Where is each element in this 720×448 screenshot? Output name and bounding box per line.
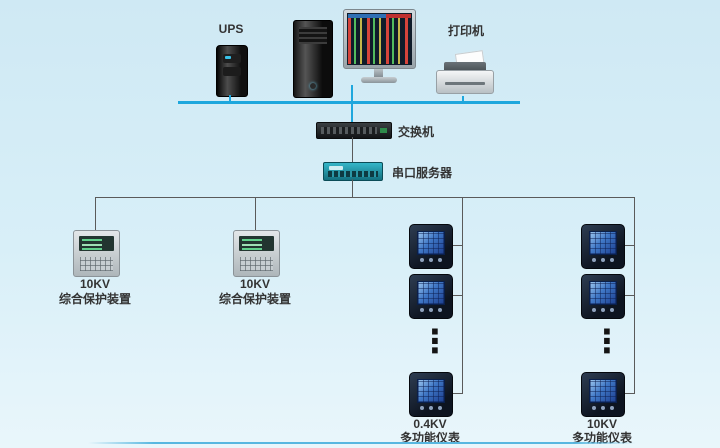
meter-body bbox=[409, 224, 453, 269]
meter-lcd bbox=[589, 281, 617, 305]
ethernet-bus-line bbox=[178, 101, 520, 104]
meter3-stub-line bbox=[451, 393, 462, 394]
meter-column1-voltage-label: 0.4KV bbox=[413, 417, 447, 431]
meter-lcd bbox=[417, 231, 445, 255]
protection-device-1 bbox=[73, 230, 120, 277]
meter-lcd bbox=[417, 281, 445, 305]
meter-lcd bbox=[589, 231, 617, 255]
meter4-stub-line bbox=[623, 245, 634, 246]
computer-drop-line bbox=[351, 85, 353, 101]
switch-to-serial-line bbox=[352, 137, 353, 162]
monitor-frame bbox=[343, 9, 416, 69]
protection1-name-label: 综合保护装置 bbox=[58, 292, 131, 306]
protection-device-body bbox=[73, 230, 120, 277]
monitor-base bbox=[361, 77, 397, 83]
ups-body bbox=[216, 45, 248, 97]
serial-server-body bbox=[323, 162, 383, 181]
switch-body bbox=[316, 122, 392, 139]
serial-server-label: 串口服务器 bbox=[392, 166, 453, 180]
bottom-decorative-line bbox=[88, 442, 636, 444]
meter1-stub-line bbox=[451, 245, 462, 246]
multifunction-meter bbox=[409, 224, 453, 269]
printer-icon bbox=[436, 50, 494, 96]
more-meters-ellipsis: ⋮ bbox=[419, 322, 451, 360]
multifunction-meter bbox=[581, 224, 625, 269]
printer-drop-line bbox=[462, 96, 464, 102]
switch-device-icon bbox=[316, 122, 392, 139]
meter-column2-voltage-label: 10KV bbox=[586, 417, 618, 431]
multifunction-meter bbox=[581, 372, 625, 417]
multifunction-meter bbox=[581, 274, 625, 319]
meter6-stub-line bbox=[623, 393, 634, 394]
pc-tower-icon bbox=[293, 20, 333, 98]
meter-column1-name-label: 多功能仪表 bbox=[399, 431, 460, 445]
monitor-screen bbox=[347, 13, 412, 65]
ups-drop-line bbox=[229, 95, 231, 102]
protection-device-2 bbox=[233, 230, 280, 277]
protection-device-screen bbox=[79, 236, 114, 251]
bus-to-switch-line bbox=[351, 104, 353, 122]
multifunction-meter bbox=[409, 274, 453, 319]
multifunction-meter bbox=[409, 372, 453, 417]
meter5-stub-line bbox=[623, 295, 634, 296]
protection1-voltage-label: 10KV bbox=[79, 277, 111, 291]
meter-lcd bbox=[417, 379, 445, 403]
protection-device-keypad bbox=[240, 257, 273, 271]
ups-device-icon bbox=[216, 45, 248, 97]
serial-to-bus-line bbox=[352, 179, 353, 197]
meter-body bbox=[581, 274, 625, 319]
protection-device-body bbox=[233, 230, 280, 277]
printer-body bbox=[436, 70, 494, 94]
protection-device-keypad bbox=[80, 257, 113, 271]
meter-lcd bbox=[589, 379, 617, 403]
protection2-voltage-label: 10KV bbox=[239, 277, 271, 291]
protection-device-screen bbox=[239, 236, 274, 251]
monitor-icon bbox=[343, 9, 416, 69]
protection2-drop-line bbox=[255, 197, 256, 230]
protection2-name-label: 综合保护装置 bbox=[218, 292, 291, 306]
serial-server-icon bbox=[323, 162, 383, 181]
meter-column2-name-label: 多功能仪表 bbox=[571, 431, 632, 445]
meter-body bbox=[581, 372, 625, 417]
protection1-drop-line bbox=[95, 197, 96, 230]
monitor-stand bbox=[374, 69, 383, 77]
distribution-bus-line bbox=[95, 197, 635, 198]
meter-column1-riser-line bbox=[462, 197, 463, 394]
meter2-stub-line bbox=[451, 295, 462, 296]
pc-tower-body bbox=[293, 20, 333, 98]
meter-body bbox=[581, 224, 625, 269]
ups-label: UPS bbox=[218, 22, 244, 36]
meter-column2-riser-line bbox=[634, 197, 635, 394]
printer-label: 打印机 bbox=[447, 24, 484, 38]
meter-body bbox=[409, 372, 453, 417]
meter-body bbox=[409, 274, 453, 319]
more-meters-ellipsis: ⋮ bbox=[591, 322, 623, 360]
switch-label: 交换机 bbox=[398, 125, 435, 139]
